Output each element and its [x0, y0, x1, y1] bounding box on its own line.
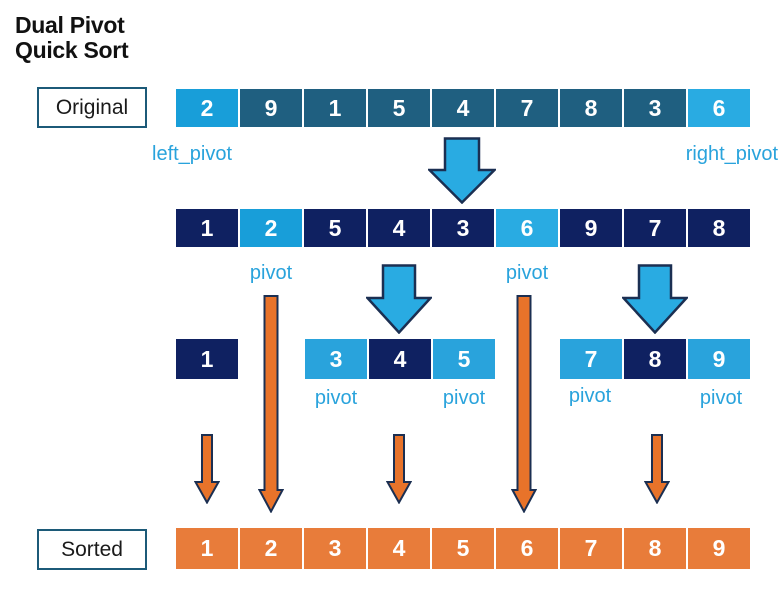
array-cell: 5 — [432, 528, 494, 569]
array-cell: 7 — [560, 528, 622, 569]
array-cell: 4 — [368, 528, 430, 569]
sorted-label: Sorted — [61, 537, 123, 561]
page-title: Dual Pivot Quick Sort — [15, 12, 129, 63]
array-cell: 2 — [176, 89, 238, 127]
original-label: Original — [55, 95, 129, 119]
array-cell: 9 — [240, 89, 302, 127]
down-arrow-icon — [428, 137, 496, 204]
array-cell: 1 — [304, 89, 366, 127]
merge-arrow-icon — [386, 434, 412, 504]
array-cell: 4 — [368, 209, 430, 247]
array-cell: 6 — [688, 89, 750, 127]
pivot-drop-arrow-icon — [511, 295, 537, 513]
array-cell: 8 — [560, 89, 622, 127]
right-pivot-label: right_pivot — [685, 143, 778, 165]
pivot-label: pivot — [442, 387, 486, 409]
array-cell: 7 — [496, 89, 558, 127]
array-cell: 3 — [624, 89, 686, 127]
array-cell: 5 — [368, 89, 430, 127]
array-cell: 1 — [176, 528, 238, 569]
array-cell: 6 — [496, 209, 558, 247]
down-arrow-icon — [622, 264, 688, 334]
array-cell: 9 — [688, 339, 750, 379]
pivot-label: pivot — [699, 387, 743, 409]
pivot-label: pivot — [249, 262, 293, 284]
array-cell: 8 — [624, 528, 686, 569]
array-cell: 5 — [304, 209, 366, 247]
array-cell: 1 — [176, 339, 238, 379]
array-cell: 9 — [688, 528, 750, 569]
array-cell: 1 — [176, 209, 238, 247]
array-cell: 4 — [432, 89, 494, 127]
array-cell: 7 — [560, 339, 622, 379]
array-cell: 4 — [369, 339, 431, 379]
left-pivot-label: left_pivot — [152, 143, 233, 165]
pivot-label: pivot — [314, 387, 358, 409]
pivot-drop-arrow-icon — [258, 295, 284, 513]
page-title-line1: Dual Pivot — [15, 12, 125, 38]
page-title-line2: Quick Sort — [15, 37, 129, 63]
original-label-box: Original — [37, 87, 147, 128]
array-cell: 5 — [433, 339, 495, 379]
down-arrow-icon — [366, 264, 432, 334]
array-cell: 2 — [240, 528, 302, 569]
array-cell: 3 — [432, 209, 494, 247]
array-cell: 8 — [624, 339, 686, 379]
array-cell: 3 — [304, 528, 366, 569]
array-cell: 9 — [560, 209, 622, 247]
subarray-left: 1 — [176, 339, 238, 379]
merge-arrow-icon — [194, 434, 220, 504]
merge-arrow-icon — [644, 434, 670, 504]
array-cell: 8 — [688, 209, 750, 247]
pivot-label: pivot — [568, 385, 612, 407]
pivot-label: pivot — [505, 262, 549, 284]
array-cell: 6 — [496, 528, 558, 569]
array-cell: 7 — [624, 209, 686, 247]
sorted-label-box: Sorted — [37, 529, 147, 570]
array-cell: 3 — [305, 339, 367, 379]
array-cell: 2 — [240, 209, 302, 247]
